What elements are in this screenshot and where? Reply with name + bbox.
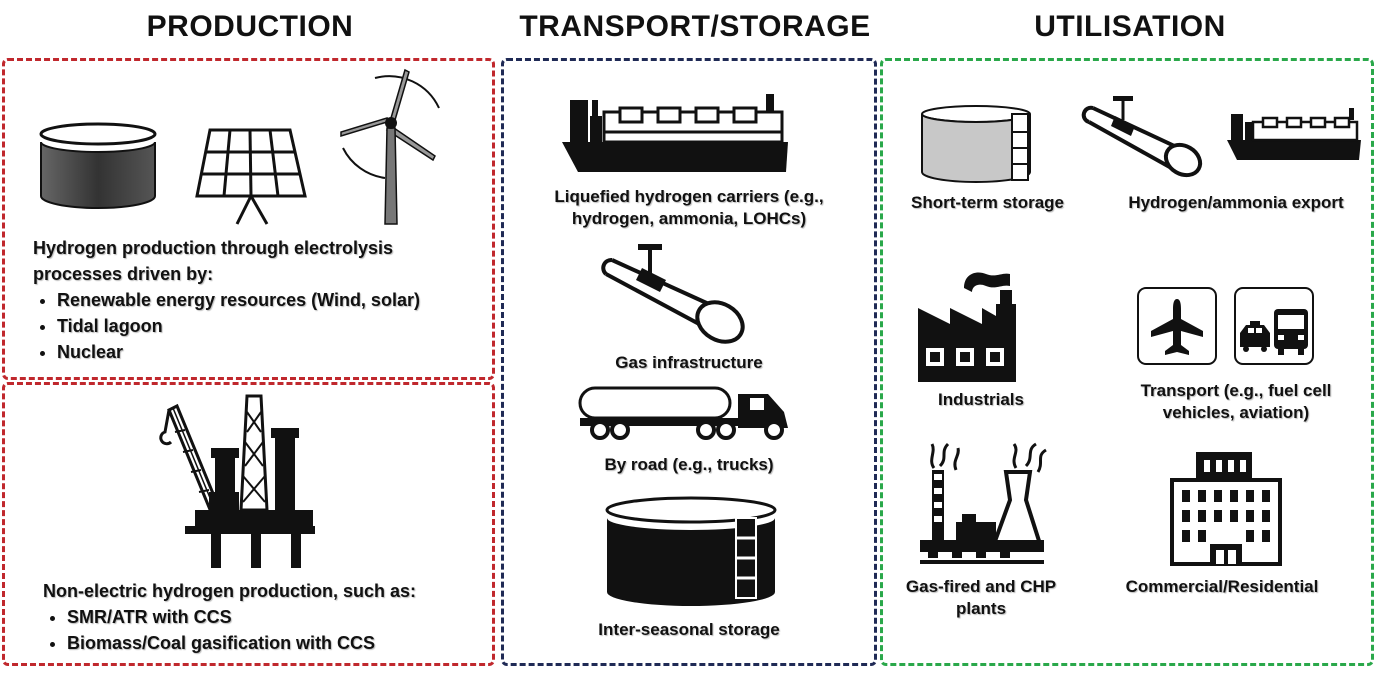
- gas-pipeline-icon: [601, 244, 745, 344]
- production-heading: PRODUCTION: [146, 10, 354, 43]
- electrolysis-text: Hydrogen production through electrolysis…: [33, 235, 483, 365]
- utilisation-heading: UTILISATION: [1034, 10, 1226, 43]
- tanker-truck-icon: [578, 386, 788, 440]
- gas-fired-label-line2: plants: [955, 599, 1007, 618]
- carriers-label: Liquefied hydrogen carriers (e.g., hydro…: [505, 186, 873, 230]
- airplane-icon: [1137, 287, 1217, 365]
- list-item: Nuclear: [57, 339, 483, 365]
- carriers-label-line1: Liquefied hydrogen carriers (e.g.,: [554, 187, 824, 206]
- ship-carrier-icon: [562, 94, 788, 172]
- power-plant-icon: [920, 442, 1047, 564]
- list-item: Renewable energy resources (Wind, solar): [57, 287, 483, 313]
- transport-label: Transport (e.g., fuel cell vehicles, avi…: [1105, 380, 1367, 424]
- export-ship-icon: [1227, 108, 1361, 160]
- wind-turbine-icon: [340, 68, 440, 225]
- transport-storage-heading: TRANSPORT/STORAGE: [519, 10, 871, 43]
- list-item: Tidal lagoon: [57, 313, 483, 339]
- gas-fired-label: Gas-fired and CHP plants: [895, 576, 1067, 620]
- offshore-rig-icon: [159, 394, 315, 568]
- export-label: Hydrogen/ammonia export: [1128, 193, 1344, 212]
- non-electric-text: Non-electric hydrogen production, such a…: [43, 578, 483, 656]
- transport-label-line2: vehicles, aviation): [1162, 403, 1310, 422]
- office-building-icon: [1170, 452, 1282, 566]
- industrials-label: Industrials: [938, 390, 1024, 409]
- factory-icon: [918, 272, 1016, 382]
- electrolysis-intro-line2: processes driven by:: [33, 264, 214, 284]
- solar-panel-icon: [195, 128, 307, 225]
- gas-fired-label-line1: Gas-fired and CHP: [905, 577, 1057, 596]
- short-term-storage-label: Short-term storage: [910, 193, 1065, 212]
- utilisation-box: [880, 58, 1374, 666]
- interseasonal-tank-icon: [605, 496, 777, 606]
- production-electrolysis-box: [2, 58, 495, 380]
- road-label: By road (e.g., trucks): [604, 455, 774, 474]
- commercial-residential-label: Commercial/Residential: [1125, 577, 1319, 596]
- interseasonal-label: Inter-seasonal storage: [598, 620, 780, 639]
- electrolysis-intro-line1: Hydrogen production through electrolysis: [33, 238, 394, 258]
- transport-label-line1: Transport (e.g., fuel cell: [1140, 381, 1332, 400]
- carriers-label-line2: hydrogen, ammonia, LOHCs): [571, 209, 807, 228]
- list-item: SMR/ATR with CCS: [67, 604, 483, 630]
- short-term-tank-icon: [921, 105, 1031, 183]
- car-bus-icon: [1234, 287, 1314, 365]
- gas-infrastructure-label: Gas infrastructure: [615, 353, 763, 372]
- export-pipeline-icon: [1081, 96, 1203, 178]
- transport-storage-box: [501, 58, 877, 666]
- non-electric-intro: Non-electric hydrogen production, such a…: [43, 581, 417, 601]
- production-non-electric-box: [2, 382, 495, 666]
- list-item: Biomass/Coal gasification with CCS: [67, 630, 483, 656]
- storage-tank-icon: [39, 122, 157, 209]
